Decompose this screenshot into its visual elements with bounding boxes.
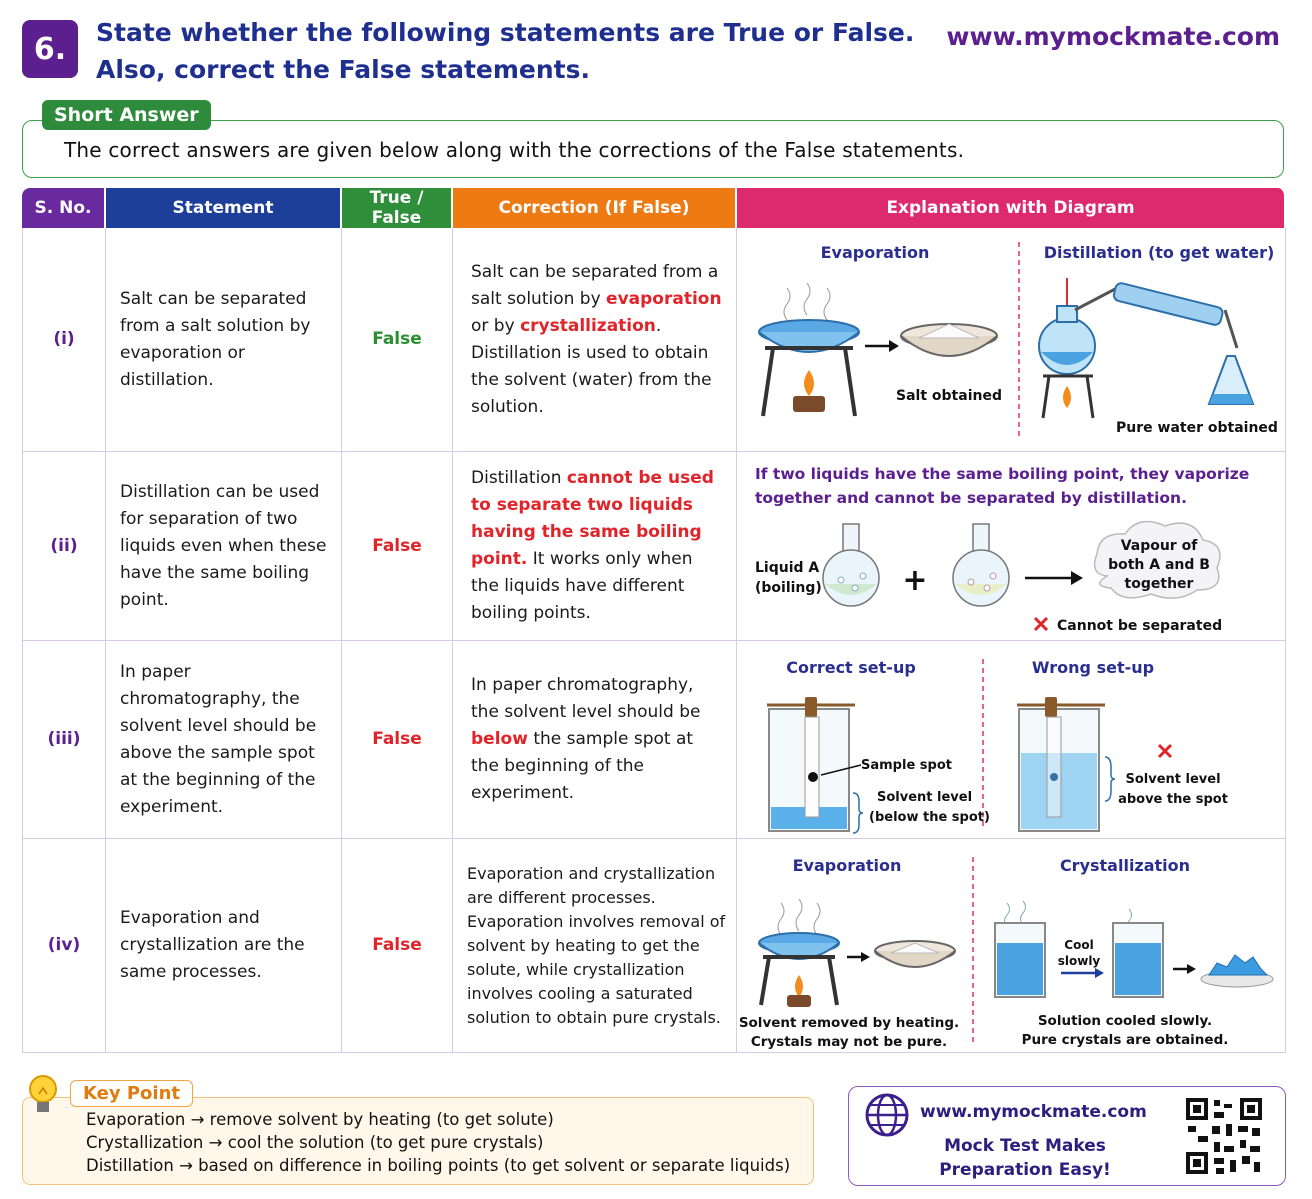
crystallization-title: Crystallization [1060, 856, 1190, 875]
caption-pure-water: Pure water obtained [1116, 420, 1278, 436]
wrong-setup-title: Wrong set-up [1032, 658, 1154, 677]
diagram-cell: Correct set-up Wrong set-up Sample spot … [737, 641, 1286, 839]
key-point-line: Crystallization → cool the solution (to … [86, 1133, 544, 1152]
correction-highlight: cannot be used to separate two liquids h… [471, 468, 714, 569]
chromatography-diagram: Correct set-up Wrong set-up Sample spot … [767, 658, 1228, 834]
evap-caption-1: Solvent removed by heating. [739, 1015, 959, 1031]
key-point-line: Distillation → based on difference in bo… [86, 1156, 791, 1175]
short-answer-text: The correct answers are given below alon… [64, 138, 965, 162]
table-row: (i) Salt can be separated from a salt so… [22, 228, 1286, 452]
correction-text: It works only when the liquids have diff… [471, 549, 693, 623]
short-answer-tag: Short Answer [42, 100, 211, 130]
cloud-line-1: Vapour of [1121, 538, 1199, 554]
promo-tagline-2: Preparation Easy! [939, 1160, 1111, 1180]
question-title: State whether the following statements a… [96, 14, 916, 88]
correction-cell: Distillation cannot be used to separate … [453, 452, 737, 641]
verdict-cell: False [342, 641, 453, 839]
solvent-level-label: Solvent level [877, 790, 972, 805]
diagram-title-evaporation: Evaporation [821, 243, 930, 262]
key-point-tag: Key Point [70, 1080, 193, 1107]
cloud-line-2: both A and B [1108, 557, 1210, 573]
verdict-cell: False [342, 228, 453, 452]
wrong-solvent-level-label: Solvent level [1125, 772, 1220, 787]
row-number: (i) [22, 228, 106, 452]
correction-highlight: crystallization [520, 315, 656, 336]
cross-icon [1033, 616, 1049, 632]
short-answer-box [22, 120, 1284, 178]
diagram-cell: Evaporation Crystallization [737, 839, 1286, 1053]
statement-cell: Evaporation and crystallization are the … [106, 839, 342, 1053]
liquid-a-boiling-label: (boiling) [755, 580, 822, 596]
question-title-line1: State whether the following statements a… [96, 18, 915, 47]
statement-cell: Salt can be separated from a salt soluti… [106, 228, 342, 452]
cannot-separate-label: Cannot be separated [1057, 618, 1222, 634]
header-true-false: True / False [342, 188, 453, 228]
row-number: (iv) [22, 839, 106, 1053]
same-boiling-point-diagram: Liquid A (boiling) + Vapour of both A a [755, 520, 1222, 634]
correction-text: Salt can be separated from a salt soluti… [471, 261, 719, 309]
evap-caption-2: Crystals may not be pure. [751, 1034, 947, 1050]
header-sno: S. No. [22, 188, 106, 228]
row-number: (iii) [22, 641, 106, 839]
diagram-cell: Evaporation Distillation (to get water) [737, 228, 1286, 452]
correction-text: or by [471, 315, 521, 336]
cross-icon [1157, 743, 1173, 759]
cryst-caption-2: Pure crystals are obtained. [1022, 1032, 1229, 1048]
key-point-line: Evaporation → remove solvent by heating … [86, 1110, 554, 1129]
website-link[interactable]: www.mymockmate.com [946, 22, 1280, 51]
bulb-icon [29, 1075, 57, 1112]
correction-text: the sample spot at the beginning of the … [471, 729, 694, 803]
correct-setup-title: Correct set-up [786, 658, 916, 677]
correction-highlight: below [471, 729, 528, 749]
evaporation-title: Evaporation [793, 856, 902, 875]
cool-label-1: Cool [1064, 938, 1093, 952]
row-number: (ii) [22, 452, 106, 641]
promo-tagline: Mock Test Makes Preparation Easy! [920, 1134, 1130, 1182]
plus-icon: + [902, 563, 927, 598]
table-header-row: S. No. Statement True / False Correction… [22, 188, 1286, 228]
header-statement: Statement [106, 188, 342, 228]
globe-icon [865, 1093, 909, 1137]
correction-text: Evaporation and crystallization are diff… [467, 863, 726, 1027]
verdict-cell: False [342, 452, 453, 641]
caption-salt-obtained: Salt obtained [896, 388, 1002, 404]
answer-table: S. No. Statement True / False Correction… [22, 188, 1286, 1053]
header-correction: Correction (If False) [453, 188, 737, 228]
header-explanation: Explanation with Diagram [737, 188, 1286, 228]
promo-website-link[interactable]: www.mymockmate.com [920, 1102, 1147, 1122]
below-spot-label: (below the spot) [869, 810, 990, 825]
key-point-box [22, 1097, 814, 1185]
sample-spot-label: Sample spot [861, 758, 952, 773]
correction-cell: In paper chromatography, the solvent lev… [453, 641, 737, 839]
diagram-cell: If two liquids have the same boiling poi… [737, 452, 1286, 641]
correction-cell: Evaporation and crystallization are diff… [453, 839, 737, 1053]
table-row: (iv) Evaporation and crystallization are… [22, 839, 1286, 1053]
cloud-line-3: together [1125, 576, 1194, 592]
table-row: (ii) Distillation can be used for separa… [22, 452, 1286, 641]
correction-text: Distillation [471, 468, 567, 488]
correction-cell: Salt can be separated from a salt soluti… [453, 228, 737, 452]
cool-label-2: slowly [1058, 954, 1101, 968]
promo-tagline-1: Mock Test Makes [944, 1136, 1106, 1156]
evaporation-crystallization-diagram: Evaporation Crystallization [739, 856, 1274, 1050]
boiling-point-note: If two liquids have the same boiling poi… [755, 465, 1250, 507]
diagram-title-distillation: Distillation (to get water) [1044, 243, 1275, 262]
qr-code-icon[interactable] [1184, 1096, 1264, 1176]
cryst-caption-1: Solution cooled slowly. [1038, 1013, 1212, 1029]
correction-text: In paper chromatography, the solvent lev… [471, 675, 701, 722]
statement-cell: Distillation can be used for separation … [106, 452, 342, 641]
question-title-line2: Also, correct the False statements. [96, 55, 590, 84]
above-spot-label: above the spot [1118, 792, 1228, 807]
correction-highlight: evaporation [606, 288, 722, 309]
verdict-cell: False [342, 839, 453, 1053]
evaporation-distillation-diagram: Evaporation Distillation (to get water) [758, 242, 1278, 440]
statement-cell: In paper chromatography, the solvent lev… [106, 641, 342, 839]
liquid-a-label: Liquid A [755, 560, 819, 576]
table-row: (iii) In paper chromatography, the solve… [22, 641, 1286, 839]
promo-box [848, 1086, 1286, 1186]
question-number: 6. [22, 20, 78, 78]
correction-text: . Distillation is used to obtain the sol… [471, 315, 712, 417]
